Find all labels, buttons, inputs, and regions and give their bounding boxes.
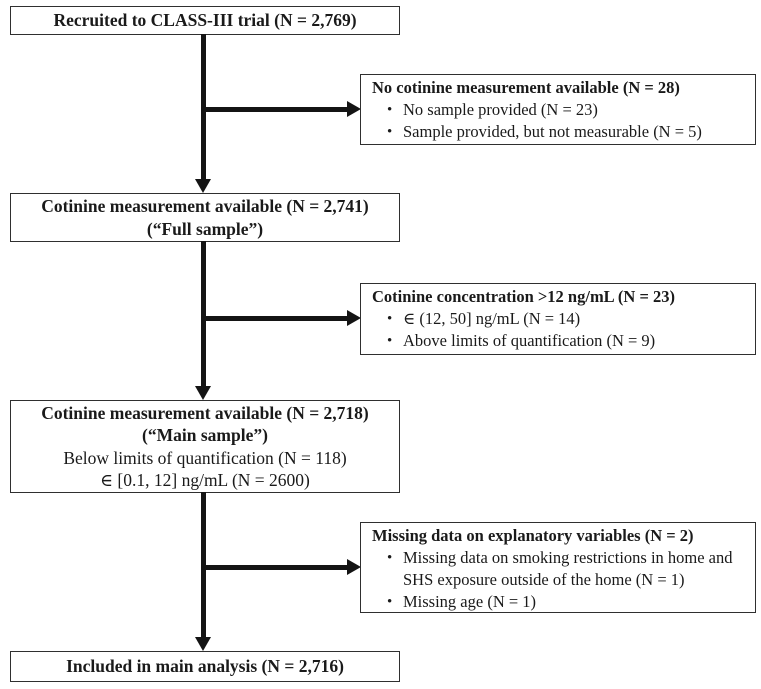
- arrowhead-right-3-icon: [347, 559, 361, 575]
- exclusion-3-bullet-2: • Missing age (N = 1): [372, 591, 747, 613]
- box-main-sample-line1: Cotinine measurement available (N = 2,71…: [41, 402, 369, 423]
- bullet-text: Above limits of quantification (N = 9): [403, 331, 656, 350]
- box-main-sample-line3: Below limits of quantification (N = 118): [63, 447, 347, 468]
- bullet-text: Missing age (N = 1): [403, 592, 537, 611]
- exclusion-1-bullet-1: • No sample provided (N = 23): [372, 99, 747, 121]
- box-full-sample-line2: (“Full sample”): [146, 218, 264, 239]
- box-full-sample: Cotinine measurement available (N = 2,74…: [10, 193, 400, 242]
- bullet-icon: •: [387, 124, 393, 140]
- bullet-text: ∈ (12, 50] ng/mL (N = 14): [403, 309, 581, 328]
- flow-line-branch-1: [203, 107, 348, 112]
- box-exclusion-no-cotinine: No cotinine measurement available (N = 2…: [360, 74, 756, 145]
- exclusion-2-bullet-1: • ∈ (12, 50] ng/mL (N = 14): [372, 308, 747, 330]
- box-main-sample: Cotinine measurement available (N = 2,71…: [10, 400, 400, 493]
- exclusion-3-bullet-1: • Missing data on smoking restrictions i…: [372, 547, 747, 591]
- box-full-sample-line1: Cotinine measurement available (N = 2,74…: [41, 196, 369, 216]
- bullet-icon: •: [387, 333, 393, 349]
- bullet-icon: •: [387, 311, 393, 327]
- box-included-analysis-text: Included in main analysis (N = 2,716): [66, 656, 344, 677]
- box-recruited-text: Recruited to CLASS-III trial (N = 2,769): [53, 10, 357, 31]
- exclusion-1-title: No cotinine measurement available (N = 2…: [372, 78, 680, 97]
- bullet-text: Sample provided, but not measurable (N =…: [403, 122, 702, 141]
- arrowhead-down-1-icon: [195, 179, 211, 193]
- box-included-analysis: Included in main analysis (N = 2,716): [10, 651, 400, 682]
- exclusion-2-bullet-2: • Above limits of quantification (N = 9): [372, 330, 747, 352]
- flow-line-branch-3: [203, 565, 348, 570]
- bullet-text: No sample provided (N = 23): [403, 100, 598, 119]
- box-exclusion-missing-data: Missing data on explanatory variables (N…: [360, 522, 756, 613]
- exclusion-2-title: Cotinine concentration >12 ng/mL (N = 23…: [372, 287, 675, 306]
- box-recruited: Recruited to CLASS-III trial (N = 2,769): [10, 6, 400, 35]
- exclusion-1-bullet-2: • Sample provided, but not measurable (N…: [372, 121, 747, 143]
- flow-line-branch-2: [203, 316, 348, 321]
- arrowhead-right-1-icon: [347, 101, 361, 117]
- flow-line-vertical-2: [201, 241, 206, 387]
- arrowhead-down-3-icon: [195, 637, 211, 651]
- box-exclusion-high-cotinine: Cotinine concentration >12 ng/mL (N = 23…: [360, 283, 756, 355]
- arrowhead-down-2-icon: [195, 386, 211, 400]
- bullet-icon: •: [387, 550, 393, 566]
- box-main-sample-line4: ∈ [0.1, 12] ng/mL (N = 2600): [100, 470, 310, 490]
- bullet-text: Missing data on smoking restrictions in …: [403, 548, 733, 589]
- box-main-sample-line2: (“Main sample”): [142, 425, 268, 445]
- bullet-icon: •: [387, 594, 393, 610]
- bullet-icon: •: [387, 102, 393, 118]
- arrowhead-right-2-icon: [347, 310, 361, 326]
- exclusion-3-title: Missing data on explanatory variables (N…: [372, 526, 694, 545]
